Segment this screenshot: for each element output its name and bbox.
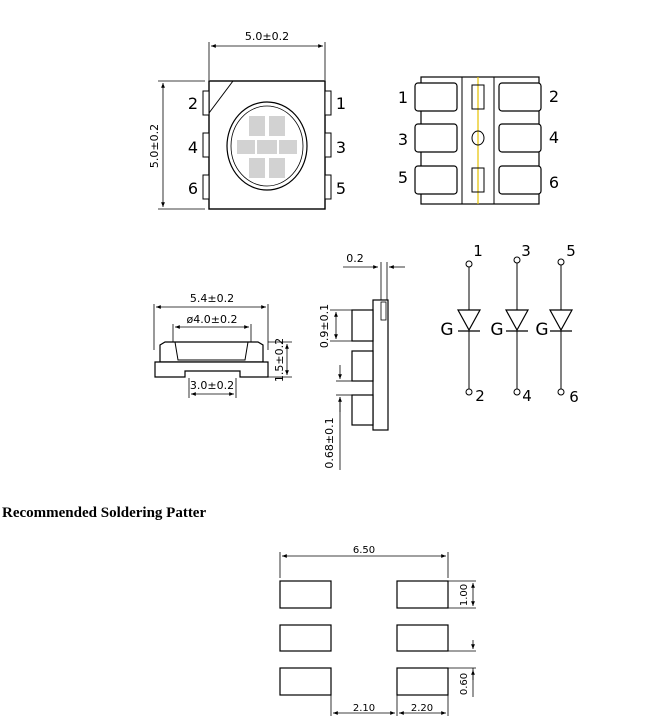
solder-pad-gap-dimension: 0.60 — [459, 673, 470, 695]
top-pin-label: 2 — [188, 94, 198, 113]
solder-pad — [396, 580, 449, 609]
profile-pad-dimension: 0.9±0.1 — [318, 304, 331, 348]
side-height-dimension: 1.5±0.2 — [273, 338, 286, 382]
color-label: G — [490, 320, 503, 340]
bottom-pin-label: 2 — [549, 87, 559, 106]
diode-symbol — [456, 309, 482, 332]
bottom-pin-label: 1 — [398, 88, 408, 107]
solder-pattern: 6.50 1.00 0.60 2.10 2.20 — [279, 545, 476, 716]
top-view: 5.0±0.2 5.0±0.2 2 4 — [148, 30, 346, 210]
top-pin-label: 6 — [188, 179, 198, 198]
side-view: 5.4±0.2 ø4.0±0.2 3.0±0.2 1.5±0.2 — [153, 292, 292, 398]
side-base-dimension: 3.0±0.2 — [190, 379, 234, 392]
solder-pad — [279, 624, 332, 652]
schematic-pin-label: 2 — [475, 387, 485, 405]
section-heading: Recommended Soldering Patter — [2, 505, 206, 521]
schematic-pin-label: 5 — [566, 242, 576, 260]
side-base — [154, 361, 269, 378]
side-lens — [174, 341, 249, 361]
color-label: G — [440, 320, 453, 340]
solder-pad-width-dimension: 2.20 — [411, 703, 433, 714]
diode-symbol — [548, 309, 574, 332]
top-height-dimension: 5.0±0.2 — [148, 124, 161, 168]
bottom-pin-label: 6 — [549, 173, 559, 192]
top-pin-label: 5 — [336, 179, 346, 198]
led-channel-3: 5 6 G — [535, 242, 578, 406]
bottom-pin-label: 5 — [398, 168, 408, 187]
solder-pad — [279, 580, 332, 609]
schematic-pin-label: 4 — [522, 387, 532, 405]
bottom-pin-label: 3 — [398, 130, 408, 149]
solder-pad-height-dimension: 1.00 — [459, 584, 470, 606]
side-length-dimension: 5.4±0.2 — [190, 292, 234, 305]
solder-pad — [396, 667, 449, 696]
solder-inner-gap-dimension: 2.10 — [353, 703, 375, 714]
profile-view: 0.2 0.9±0.1 0.68±0.1 — [318, 252, 405, 470]
pin1-chamfer — [208, 80, 234, 114]
schematic-pin-label: 1 — [473, 242, 483, 260]
bottom-pin-label: 4 — [549, 128, 559, 147]
schematic: 1 2 G 3 4 G 5 6 G — [440, 242, 578, 406]
top-pin-label: 4 — [188, 138, 198, 157]
bottom-view: 1 3 5 2 4 6 — [398, 76, 559, 205]
schematic-pin-label: 6 — [569, 388, 579, 406]
lens-inner — [230, 105, 304, 187]
die-pattern — [237, 116, 297, 178]
led-channel-1: 1 2 G — [440, 242, 484, 405]
solder-width-dimension: 6.50 — [353, 545, 375, 556]
solder-pad — [396, 624, 449, 652]
led-channel-2: 3 4 G — [490, 242, 531, 405]
top-pin-label: 3 — [336, 138, 346, 157]
side-lens-dimension: ø4.0±0.2 — [187, 313, 238, 326]
solder-pad — [279, 667, 332, 696]
color-label: G — [535, 320, 548, 340]
top-pin-label: 1 — [336, 94, 346, 113]
diode-symbol — [504, 309, 530, 332]
top-width-dimension: 5.0±0.2 — [245, 30, 289, 43]
profile-thickness-dimension: 0.2 — [346, 252, 364, 265]
schematic-pin-label: 3 — [521, 242, 531, 260]
profile-gap-dimension: 0.68±0.1 — [323, 417, 336, 468]
